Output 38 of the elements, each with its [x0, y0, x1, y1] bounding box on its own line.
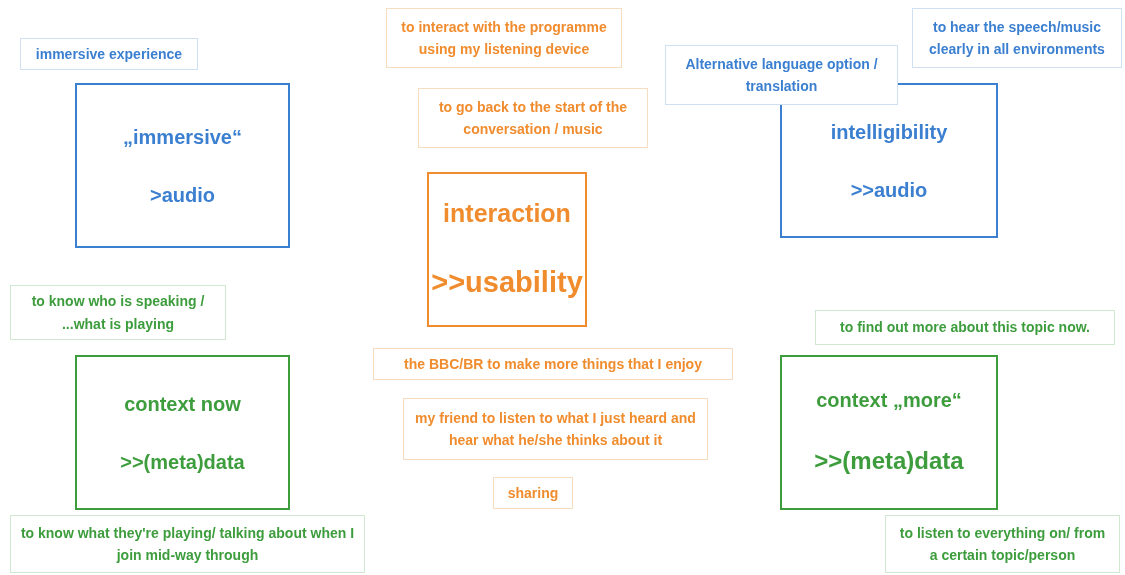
note-text: to go back to the start of the conversation / music [437, 97, 629, 139]
note-card [373, 348, 733, 380]
note-card [665, 45, 898, 105]
category-box [780, 355, 998, 510]
note-text: to hear the speech/music clearly in all environments [928, 17, 1106, 59]
category-subtitle: >>(meta)data [814, 446, 964, 477]
category-box [427, 172, 587, 327]
note-card [20, 38, 198, 70]
category-subtitle: >>(meta)data [120, 449, 245, 475]
category-title: interaction [443, 198, 571, 230]
category-title: context now [124, 391, 241, 417]
note-text: Alternative language option / translation [684, 54, 879, 96]
note-text: to interact with the programme using my listening device [400, 17, 608, 59]
category-title: „immersive“ [123, 124, 242, 150]
category-title: context „more“ [816, 388, 962, 414]
note-text: sharing [507, 483, 559, 503]
note-text: to find out more about this topic now. [840, 318, 1090, 338]
note-card [418, 88, 648, 148]
note-card [912, 8, 1122, 68]
note-text: immersive experience [35, 44, 183, 64]
category-box [75, 355, 290, 510]
note-text: to listen to everything on/ from a certain topic/person [898, 523, 1107, 565]
category-subtitle: >>usability [431, 265, 583, 301]
category-subtitle: >>audio [850, 177, 928, 203]
note-text: the BBC/BR to make more things that I enjoy [404, 354, 702, 374]
note-card [403, 398, 708, 460]
category-subtitle: >audio [150, 182, 215, 208]
note-card [493, 477, 573, 509]
note-text: my friend to listen to what I just heard and hear what he/she thinks about it [414, 408, 697, 450]
note-card [815, 310, 1115, 345]
note-text: to know who is speaking / ...what is playing [30, 292, 206, 334]
category-title: intelligibility [830, 119, 948, 145]
note-card [10, 285, 226, 340]
category-box [75, 83, 290, 248]
note-card [10, 515, 365, 573]
note-card [386, 8, 622, 68]
note-text: to know what they're playing/ talking about when I join mid-way through [19, 523, 356, 565]
note-card [885, 515, 1120, 573]
